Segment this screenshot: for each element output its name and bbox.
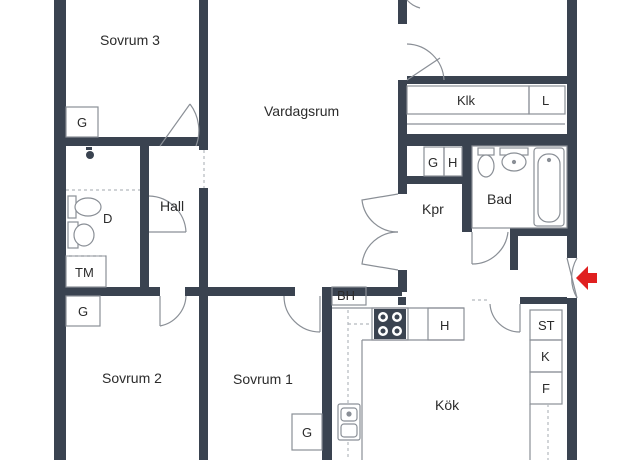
door-kpr-swing-a: [361, 193, 399, 233]
door-sov3-leaf: [159, 103, 191, 147]
wall-outer-left: [54, 0, 66, 460]
bathtub-icon: [533, 147, 565, 227]
bad-washbasin-icon: [499, 147, 529, 172]
label-vardagsrum: Vardagsrum: [264, 103, 339, 119]
fixture-lines: [65, 85, 568, 460]
label-g-sovrum1: G: [302, 425, 312, 440]
sovrum1-g-box: [291, 413, 323, 451]
label-kpr: Kpr: [422, 201, 444, 217]
walls: [54, 0, 577, 460]
bad-toilet-icon: [477, 147, 495, 178]
fixture-labels: Klk L G G H D TM BH H ST K F G G: [75, 93, 555, 440]
bad-area: [471, 145, 568, 229]
label-hall: Hall: [160, 198, 184, 214]
label-h-kpr: H: [448, 155, 457, 170]
label-bh: BH: [337, 288, 355, 303]
label-kok: Kök: [435, 397, 460, 413]
room-labels: Sovrum 3 Vardagsrum Hall Kpr Bad Sovrum …: [100, 32, 512, 413]
wall-toilet-bottom: [54, 287, 160, 296]
label-f: F: [542, 381, 550, 396]
sink-icon: [337, 403, 361, 441]
label-k: K: [541, 349, 550, 364]
label-st: ST: [538, 318, 555, 333]
label-sovrum3: Sovrum 3: [100, 32, 160, 48]
wall-sov3-vardag: [199, 0, 208, 150]
stove-icon: [374, 309, 406, 339]
door-sov3-swing: [189, 103, 200, 147]
wall-kpr-top: [407, 176, 467, 184]
label-g-kpr: G: [428, 155, 438, 170]
door-sov2-swing: [159, 295, 187, 327]
wall-hall-bottom-a: [185, 287, 295, 296]
label-tm: TM: [75, 265, 94, 280]
bh-box: [331, 286, 367, 306]
dashed-lines: [66, 150, 549, 460]
wall-kok-top: [398, 297, 406, 305]
door-entrance-leaf: [566, 257, 578, 299]
wall-sov1-kok: [322, 287, 332, 460]
label-g-sovrum2: G: [78, 304, 88, 319]
wall-outer-right-lower: [567, 298, 577, 460]
door-kok-swing: [489, 303, 521, 333]
label-sovrum2: Sovrum 2: [102, 370, 162, 386]
sovrum2-g-box: [65, 295, 101, 327]
label-klk: Klk: [457, 93, 476, 108]
label-h-kok: H: [440, 318, 449, 333]
label-l: L: [542, 93, 549, 108]
door-closet-top: [406, 0, 421, 9]
door-closet-swing: [406, 43, 445, 81]
shower-head-icon: [86, 147, 94, 159]
wall-kpr-left-bottom: [398, 270, 407, 292]
door-toilet-swing: [148, 195, 187, 233]
door-bad-swing: [471, 231, 509, 265]
wall-outer-right: [567, 0, 577, 258]
closet-l-box: [528, 85, 566, 115]
label-bad: Bad: [487, 191, 512, 207]
wall-bad-bottom: [510, 228, 567, 236]
wall-kpr-left-top: [398, 146, 407, 194]
wall-kok-right-top: [520, 297, 567, 304]
entrance-arrow-icon: [576, 266, 597, 290]
wall-sov2-sov1: [199, 287, 208, 460]
label-g-sovrum3: G: [77, 115, 87, 130]
wall-sov3-bottom-b: [148, 137, 208, 146]
door-sov1-swing: [283, 295, 321, 333]
label-sovrum1: Sovrum 1: [233, 371, 293, 387]
wall-kpr-bad: [462, 146, 472, 232]
wall-closet-left-b: [398, 80, 407, 138]
kok-f-box: [529, 371, 563, 405]
wall-bedroom-top-right: [407, 76, 567, 84]
wall-sov3-bottom-a: [54, 137, 160, 146]
wall-bad-bottom-stub: [510, 228, 518, 270]
washbasin-icon: [67, 221, 95, 249]
door-closet-leaf: [406, 57, 441, 81]
label-d: D: [103, 211, 112, 226]
wall-hall-vardag: [199, 188, 208, 296]
wall-closet-left: [398, 0, 407, 24]
wall-closet-bottom: [398, 134, 577, 146]
wall-toilet-hall: [140, 137, 149, 287]
toilet-icon: [67, 195, 102, 219]
doors: [148, 0, 578, 333]
kpr-h-box: [443, 146, 463, 177]
sovrum3-g-box: [65, 106, 99, 138]
door-kpr-swing-b: [361, 231, 399, 271]
